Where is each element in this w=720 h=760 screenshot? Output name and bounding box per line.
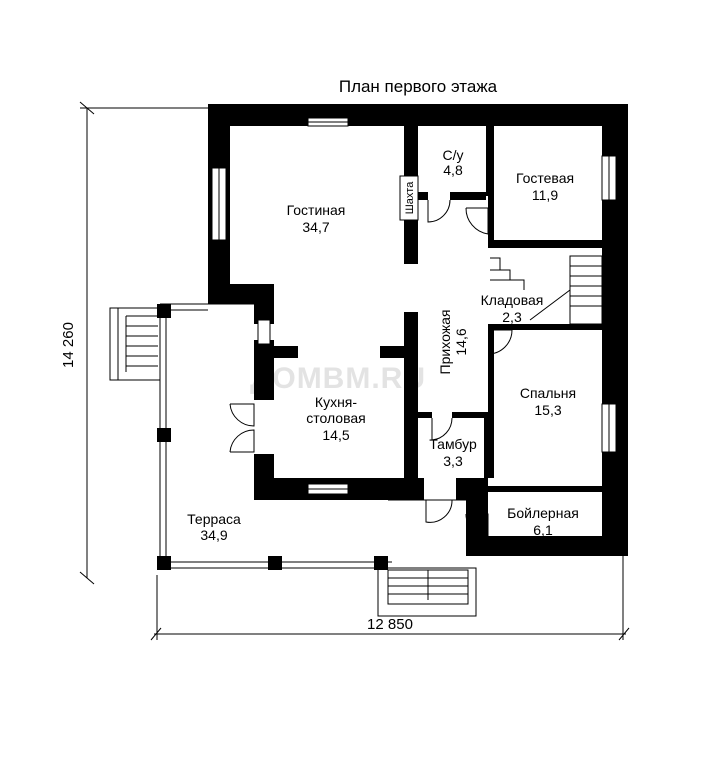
svg-text:2,3: 2,3 xyxy=(502,309,522,325)
room-storage: Кладовая 2,3 xyxy=(481,292,544,325)
svg-text:4,8: 4,8 xyxy=(443,162,463,178)
watermark: ДОМВМ.RU xyxy=(250,362,426,395)
svg-text:15,3: 15,3 xyxy=(534,402,561,418)
svg-text:Гостиная: Гостиная xyxy=(287,202,346,218)
room-living: Гостиная 34,7 xyxy=(287,202,346,235)
room-guest: Гостевая 11,9 xyxy=(516,170,574,203)
svg-text:34,9: 34,9 xyxy=(200,527,227,543)
width-label: 12 850 xyxy=(367,616,413,633)
room-kitchen: Кухня- столовая 14,5 xyxy=(306,394,366,443)
svg-text:3,3: 3,3 xyxy=(443,453,463,469)
room-terrace: Терраса 34,9 xyxy=(187,511,241,543)
room-boiler: Бойлерная 6,1 xyxy=(507,505,579,538)
height-dimension: 14 260 xyxy=(60,101,208,585)
svg-text:Прихожая: Прихожая xyxy=(437,310,453,375)
svg-text:Спальня: Спальня xyxy=(520,385,576,401)
svg-text:С/у: С/у xyxy=(443,147,464,163)
svg-text:14,6: 14,6 xyxy=(453,328,469,355)
room-wc: С/у 4,8 xyxy=(443,147,464,178)
windows xyxy=(211,117,617,495)
height-label: 14 260 xyxy=(60,322,77,368)
svg-text:14,5: 14,5 xyxy=(322,427,349,443)
plan-title: План первого этажа xyxy=(339,77,498,96)
stair-terrace xyxy=(109,307,161,381)
svg-text:Кухня-: Кухня- xyxy=(315,394,357,410)
doors xyxy=(229,199,513,537)
svg-text:Кладовая: Кладовая xyxy=(481,292,544,308)
svg-text:столовая: столовая xyxy=(306,410,366,426)
room-bedroom: Спальня 15,3 xyxy=(520,385,576,418)
svg-text:Гостевая: Гостевая xyxy=(516,170,574,186)
svg-text:6,1: 6,1 xyxy=(533,522,553,538)
stair-front xyxy=(377,567,477,617)
room-hall: Прихожая 14,6 xyxy=(437,310,469,375)
svg-text:Терраса: Терраса xyxy=(187,511,241,527)
shaft: Шахта xyxy=(399,175,419,221)
svg-text:11,9: 11,9 xyxy=(532,187,558,203)
width-dimension: 12 850 xyxy=(150,548,630,641)
svg-text:Тамбур: Тамбур xyxy=(429,436,477,452)
svg-text:34,7: 34,7 xyxy=(302,219,329,235)
stair-internal xyxy=(490,255,603,325)
svg-text:Бойлерная: Бойлерная xyxy=(507,505,579,521)
room-vestibule: Тамбур 3,3 xyxy=(429,436,477,469)
svg-text:Шахта: Шахта xyxy=(404,181,416,214)
